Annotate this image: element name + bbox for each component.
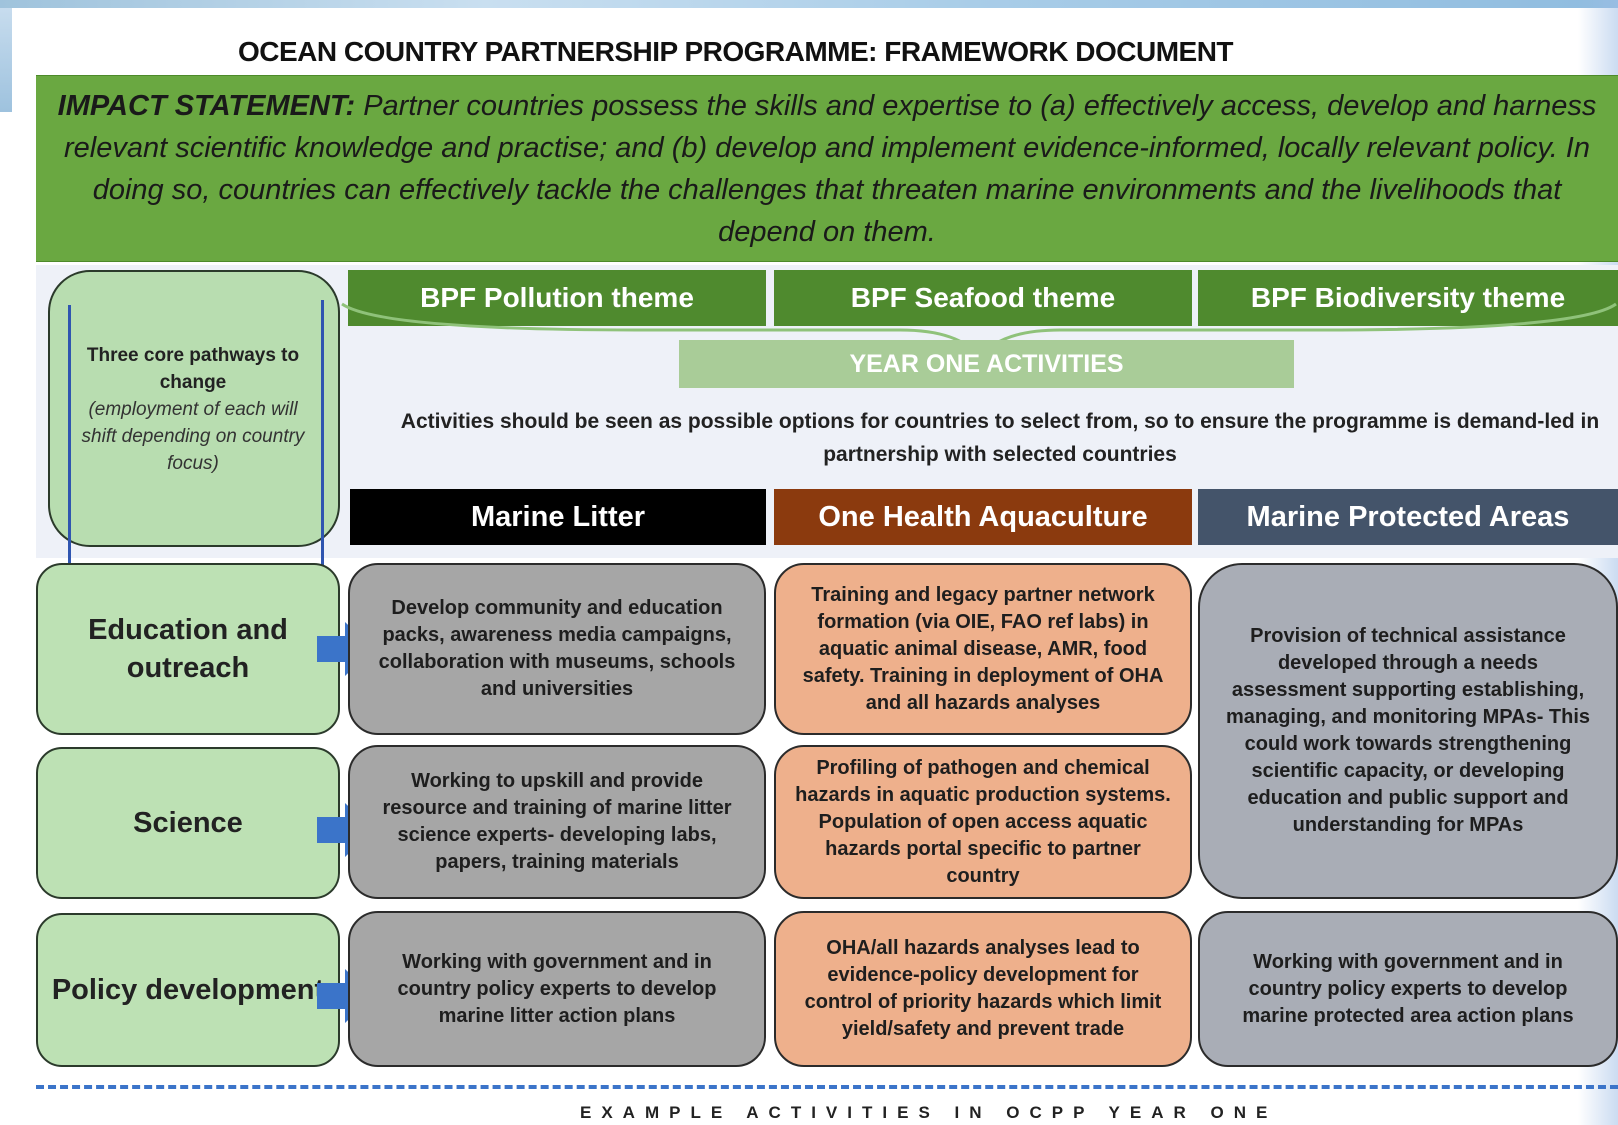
cell-litter-science: Working to upskill and provide resource … [348,745,766,899]
row-label-education: Education and outreach [36,563,340,735]
right-pathway-arrow [316,300,328,598]
footer-divider [36,1085,1618,1089]
column-header-marine-protected-areas: Marine Protected Areas [1198,489,1618,545]
pathways-subtext: (employment of each will shift depending… [81,399,305,474]
activities-note: Activities should be seen as possible op… [400,410,1600,466]
pathways-box [48,270,340,547]
row-label-science: Science [36,747,340,899]
pathways-text: Three core pathways to change (employmen… [78,342,308,477]
footer-caption: EXAMPLE ACTIVITIES IN OCPP YEAR ONE [580,1103,1278,1122]
theme-biodiversity: BPF Biodiversity theme [1198,270,1618,326]
column-header-marine-litter: Marine Litter [350,489,766,545]
cell-mpa-policy: Working with government and in country p… [1198,911,1618,1067]
cell-aquaculture-education: Training and legacy partner network form… [774,563,1192,735]
impact-label: IMPACT STATEMENT: [57,89,356,122]
top-decoration-strip [0,0,1618,8]
cell-litter-education: Develop community and education packs, a… [348,563,766,735]
year-one-activities-bar: YEAR ONE ACTIVITIES [679,340,1294,388]
left-pathway-arrow [63,305,75,603]
pathways-heading: Three core pathways to change [86,345,300,393]
theme-pollution: BPF Pollution theme [348,270,766,326]
theme-seafood: BPF Seafood theme [774,270,1192,326]
page-title: OCEAN COUNTRY PARTNERSHIP PROGRAMME: FRA… [238,36,1234,67]
left-decoration [0,8,12,112]
impact-text: Partner countries possess the skills and… [64,89,1597,248]
impact-statement-box: IMPACT STATEMENT: Partner countries poss… [36,75,1618,262]
row-label-policy: Policy development [36,913,340,1067]
cell-litter-policy: Working with government and in country p… [348,911,766,1067]
column-header-one-health-aquaculture: One Health Aquaculture [774,489,1192,545]
cell-aquaculture-policy: OHA/all hazards analyses lead to evidenc… [774,911,1192,1067]
cell-mpa-education-science: Provision of technical assistance develo… [1198,563,1618,899]
cell-aquaculture-science: Profiling of pathogen and chemical hazar… [774,745,1192,899]
impact-statement: IMPACT STATEMENT: Partner countries poss… [36,85,1618,253]
